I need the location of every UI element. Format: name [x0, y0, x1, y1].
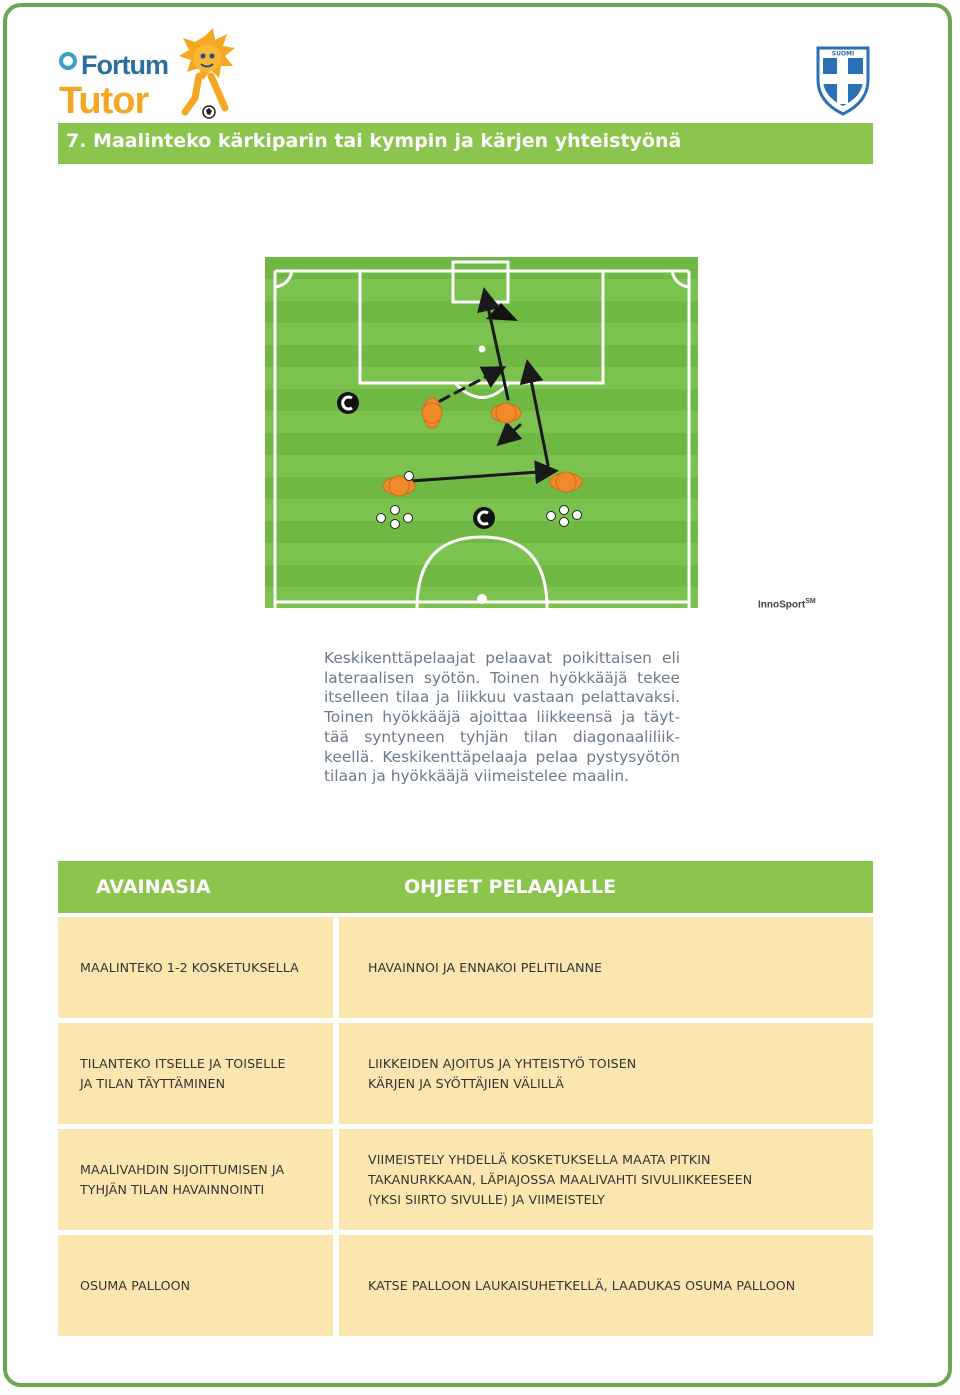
run-arrow-icon: [438, 366, 507, 403]
crest-label: SUOMI: [832, 51, 855, 58]
table-row: MAALINTEKO 1-2 KOSKETUKSELLA HAVAINNOI J…: [58, 917, 873, 1018]
header-player-instructions: OHJEET PELAAJALLE: [404, 876, 617, 898]
player-icon: [490, 402, 522, 424]
table-header: AVAINASIA OHJEET PELAAJALLE: [58, 861, 873, 913]
goalkeeper-triangle-icon: [486, 303, 518, 321]
page-frame: [3, 3, 952, 1387]
table-cell-guide: VIIMEISTELY YHDELLÄ KOSKETUKSELLA MAATA …: [339, 1129, 873, 1230]
table-cell-key: OSUMA PALLOON: [58, 1235, 333, 1336]
drill-description: Keskikenttäpelaajat pelaavat poikittaise…: [324, 649, 680, 786]
player-icon: [549, 471, 583, 493]
finland-crest-icon: SUOMI: [816, 46, 870, 116]
header-key-points: AVAINASIA: [96, 876, 211, 898]
pitch-diagram: [265, 257, 698, 608]
table-cell-key: TILANTEKO ITSELLE JA TOISELLE JA TILAN T…: [58, 1023, 333, 1124]
diagram-credit: InnoSportSM: [758, 598, 816, 611]
table-row: TILANTEKO ITSELLE JA TOISELLE JA TILAN T…: [58, 1023, 873, 1124]
player-icon: [382, 475, 416, 497]
table-cell-guide: HAVAINNOI JA ENNAKOI PELITILANNE: [339, 917, 873, 1018]
title-bar: 7. Maalinteko kärkiparin tai kympin ja k…: [58, 123, 873, 164]
run-arrow-icon: [496, 421, 523, 447]
table-row: OSUMA PALLOON KATSE PALLOON LAUKAISUHETK…: [58, 1235, 873, 1336]
brand-fortum: Fortum: [81, 50, 169, 80]
player-icon: [421, 397, 443, 429]
table-cell-key: MAALIVAHDIN SIJOITTUMISEN JA TYHJÄN TILA…: [58, 1129, 333, 1230]
cone-marker-icon: [337, 392, 359, 414]
pass-arrow-icon: [409, 460, 559, 485]
page-title: 7. Maalinteko kärkiparin tai kympin ja k…: [66, 130, 682, 152]
fortum-tutor-logo: Fortum Tutor: [55, 20, 240, 122]
table-cell-guide: LIIKKEIDEN AJOITUS JA YHTEISTYÖ TOISEN K…: [339, 1023, 873, 1124]
fortum-mark-icon: [59, 52, 77, 70]
ball-icon: [376, 471, 582, 529]
table-row: MAALIVAHDIN SIJOITTUMISEN JA TYHJÄN TILA…: [58, 1129, 873, 1230]
cone-marker-icon: [473, 507, 495, 529]
table-cell-guide: KATSE PALLOON LAUKAISUHETKELLÄ, LAADUKAS…: [339, 1235, 873, 1336]
table-cell-key: MAALINTEKO 1-2 KOSKETUKSELLA: [58, 917, 333, 1018]
pass-arrow-icon: [519, 359, 550, 467]
mascot-icon: [179, 28, 235, 119]
brand-tutor: Tutor: [59, 80, 149, 122]
